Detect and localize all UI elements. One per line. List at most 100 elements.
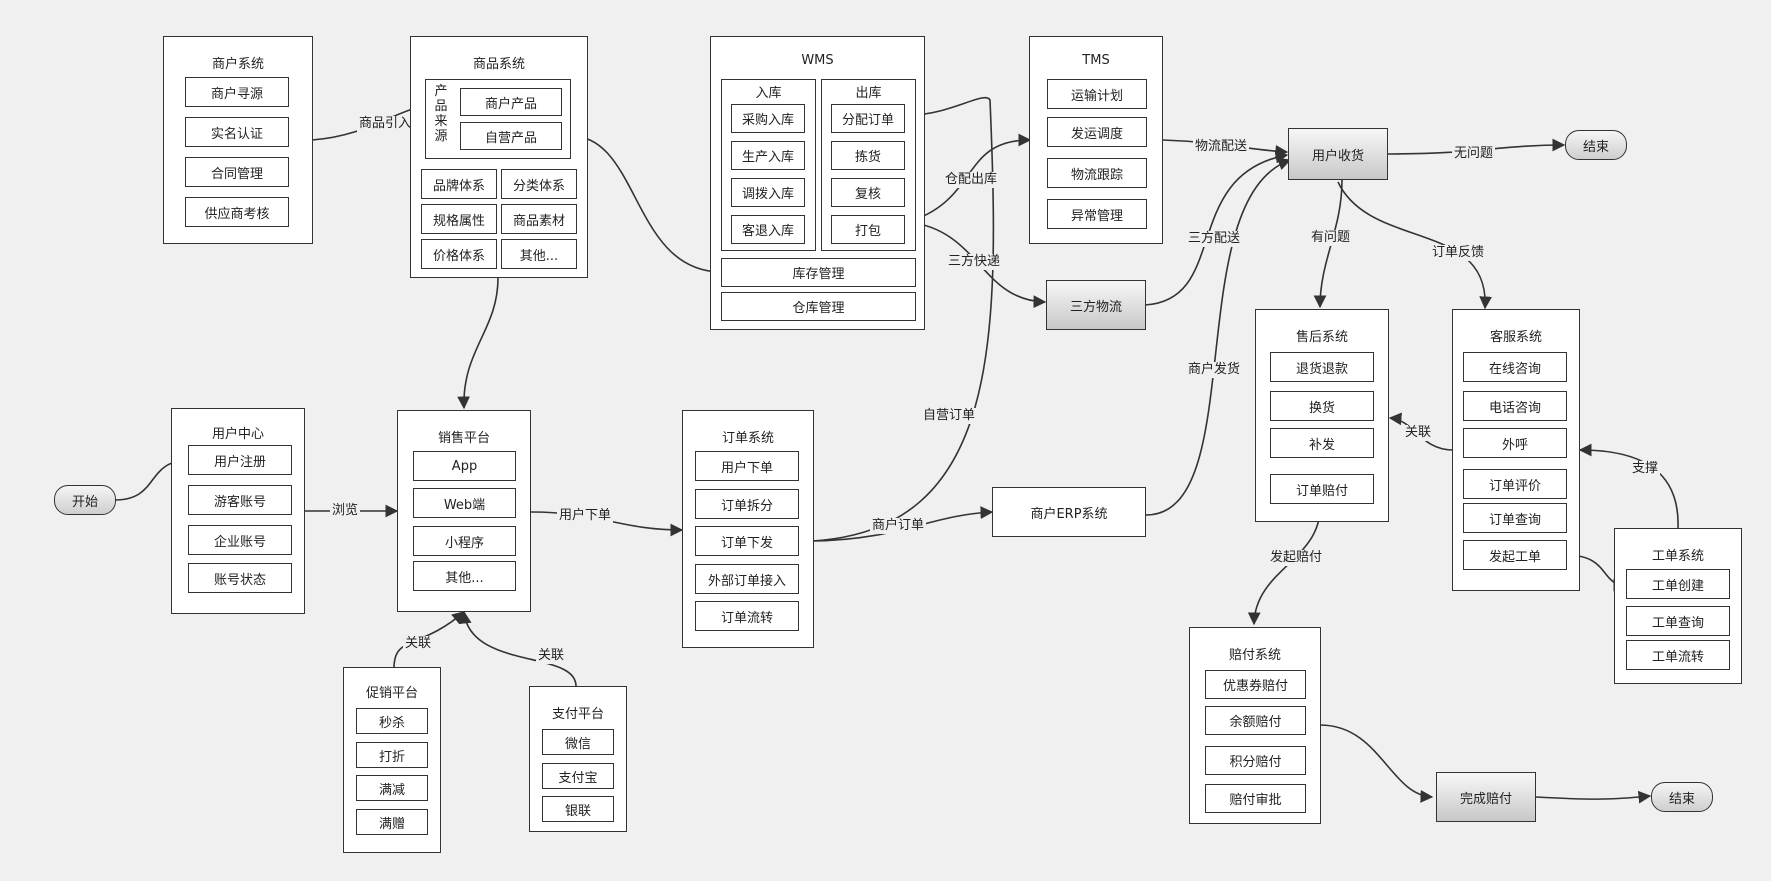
edge-label-warehouse-ship: 仓配出库 [943,172,1000,188]
wms-inbound-item: 采购入库 [731,104,805,133]
user-center-item: 企业账号 [188,525,292,555]
edge-inventory-to-product [564,128,721,273]
order-item: 订单流转 [695,601,799,631]
user-center-item: 账号状态 [188,563,292,593]
cs-item: 电话咨询 [1463,391,1567,421]
edge-aftersale-to-comp [1247,507,1321,626]
aftersale-item: 换货 [1270,391,1374,421]
edge-label-support: 支撑 [1630,461,1661,477]
ticket-item: 工单创建 [1626,569,1730,599]
promo-platform: 促销平台 秒杀 打折 满减 满赠 [343,667,441,853]
aftersale-item: 补发 [1270,428,1374,458]
merchant-erp: 商户ERP系统 [992,487,1146,537]
ticket-item: 工单查询 [1626,606,1730,636]
sales-item: App [413,451,516,481]
wms-inbound-title: 入库 [755,86,782,101]
wms-inventory: 库存管理 [721,258,916,287]
wms-inbound-item: 生产入库 [731,141,805,170]
product-item: 品牌体系 [421,169,497,199]
merchant-item: 商户寻源 [185,77,289,107]
sales-title: 销售平台 [437,431,490,446]
user-center-title: 用户中心 [211,427,264,442]
product-title: 商品系统 [472,57,525,72]
edge-label-self-order: 自营订单 [921,408,978,424]
aftersale-title: 售后系统 [1295,330,1348,345]
order-title: 订单系统 [721,431,774,446]
ticket-item: 工单流转 [1626,640,1730,670]
wms-outbound-group: 出库 分配订单 拣货 复核 打包 [821,79,916,251]
tms-item: 发运调度 [1047,117,1147,147]
order-item: 订单下发 [695,526,799,556]
edge-third-to-receive [1144,150,1289,306]
pay-item: 银联 [542,796,614,822]
edge-label-logistics: 物流配送 [1193,139,1250,155]
edge-label-no-problem: 无问题 [1452,146,1496,162]
product-source-label: 产品来源 [434,84,448,144]
product-item: 商品素材 [501,204,577,234]
product-source-group: 产品来源 商户产品 自营产品 [425,79,571,159]
sales-item: 小程序 [413,526,516,556]
edge-label-has-problem: 有问题 [1309,230,1353,246]
pay-item: 支付宝 [542,763,614,789]
edge-pay-to-sales [458,610,577,687]
edge-label-product-import: 商品引入 [357,116,414,132]
user-receive: 用户收货 [1288,128,1388,180]
start-node: 开始 [54,485,116,515]
sales-item: Web端 [413,488,516,518]
edge-label-assoc-pay: 关联 [536,648,567,664]
edge-label-assoc-promo: 关联 [403,636,434,652]
cs-item: 外呼 [1463,428,1567,458]
product-system: 商品系统 产品来源 商户产品 自营产品 品牌体系 分类体系 规格属性 商品素材 … [410,36,588,278]
wms-outbound-item: 分配订单 [831,104,905,133]
wms-warehouse: 仓库管理 [721,292,916,321]
third-party-logistics: 三方物流 [1046,280,1146,330]
order-system: 订单系统 用户下单 订单拆分 订单下发 外部订单接入 订单流转 [682,410,814,648]
comp-item: 赔付审批 [1205,784,1306,813]
compensation-done: 完成赔付 [1436,772,1536,822]
merchant-item: 合同管理 [185,157,289,187]
edge-label-merchant-order: 商户订单 [870,518,927,534]
product-source-item: 商户产品 [460,88,562,116]
wms-inbound-group: 入库 采购入库 生产入库 调拨入库 客退入库 [721,79,816,251]
wms-inbound-item: 客退入库 [731,215,805,244]
sales-item: 其他... [413,561,516,591]
user-center-item: 游客账号 [188,485,292,515]
aftersale-item: 退货退款 [1270,352,1374,382]
wms-title: WMS [801,53,834,68]
edge-done-to-end [1535,790,1652,804]
tms-item: 异常管理 [1047,199,1147,229]
promo-item: 秒杀 [356,708,428,734]
edge-label-user-order: 用户下单 [557,508,614,524]
merchant-system: 商户系统 商户寻源 实名认证 合同管理 供应商考核 [163,36,313,244]
aftersale-item: 订单赔付 [1270,474,1374,504]
order-item: 外部订单接入 [695,564,799,594]
product-item: 其他... [501,239,577,269]
user-center-item: 用户注册 [188,445,292,475]
edge-label-third-delivery: 三方配送 [1186,231,1243,247]
promo-title: 促销平台 [365,686,418,701]
edge-label-third-express: 三方快递 [946,254,1003,270]
cs-item: 订单评价 [1463,469,1567,499]
promo-item: 打折 [356,742,428,768]
tms-title: TMS [1082,53,1110,68]
product-item: 价格体系 [421,239,497,269]
ticket-title: 工单系统 [1651,549,1704,564]
compensation-system: 赔付系统 优惠券赔付 余额赔付 积分赔付 赔付审批 [1189,627,1321,824]
comp-item: 优惠券赔付 [1205,670,1306,699]
wms-outbound-title: 出库 [855,86,882,101]
edge-label-browse: 浏览 [330,503,361,519]
tms-item: 物流跟踪 [1047,158,1147,188]
cs-item: 发起工单 [1463,540,1567,570]
order-item: 订单拆分 [695,489,799,519]
edge-erp-to-receive [1145,157,1292,516]
cs-title: 客服系统 [1489,330,1542,345]
sales-platform: 销售平台 App Web端 小程序 其他... [397,410,531,612]
wms-outbound-item: 拣货 [831,141,905,170]
merchant-title: 商户系统 [211,57,264,72]
user-center: 用户中心 用户注册 游客账号 企业账号 账号状态 [171,408,305,614]
pay-platform: 支付平台 微信 支付宝 银联 [529,686,627,832]
cs-system: 客服系统 在线咨询 电话咨询 外呼 订单评价 订单查询 发起工单 [1452,309,1580,591]
merchant-item: 供应商考核 [185,197,289,227]
end-node-receive: 结束 [1565,130,1627,160]
edge-self-order [811,96,995,542]
